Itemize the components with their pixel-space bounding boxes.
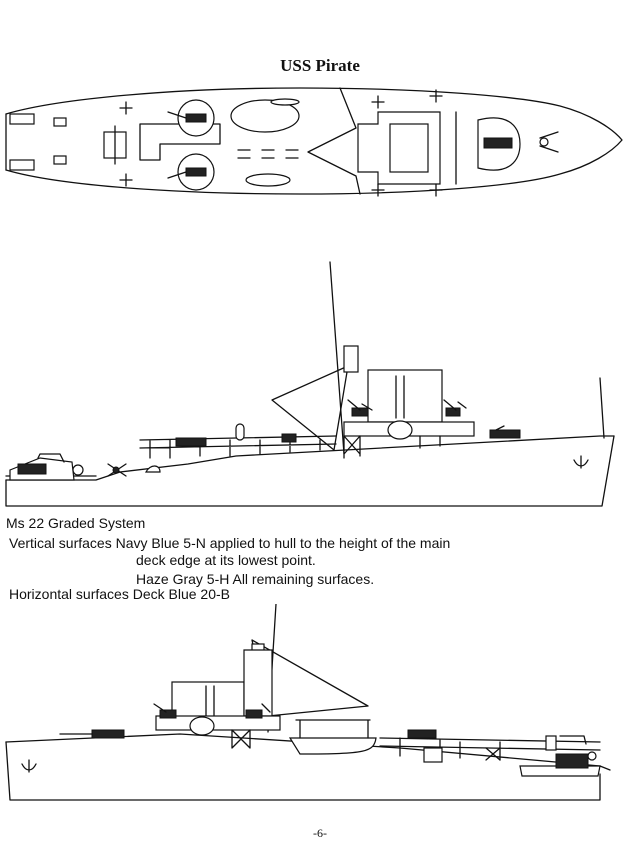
vertical-surfaces-line: Vertical surfaces Navy Blue 5-N applied …	[9, 535, 451, 551]
page-number: -6-	[313, 826, 327, 840]
vertical-surfaces-continuation: deck edge at its lowest point.	[136, 552, 316, 568]
ship-port-profile-icon	[5, 604, 611, 801]
ship-plan-view	[0, 72, 640, 212]
haze-gray-line: Haze Gray 5-H All remaining surfaces.	[136, 571, 375, 587]
page-title: USS Pirate	[280, 56, 360, 75]
ship-starboard-profile	[0, 258, 640, 520]
camouflage-scheme: Ms 22 Graded System	[6, 515, 146, 531]
ship-port-profile	[0, 604, 640, 810]
ship-starboard-profile-icon	[5, 261, 615, 507]
ship-plan-view-icon	[5, 87, 623, 197]
horizontal-surfaces-line: Horizontal surfaces Deck Blue 20-B	[9, 586, 230, 602]
